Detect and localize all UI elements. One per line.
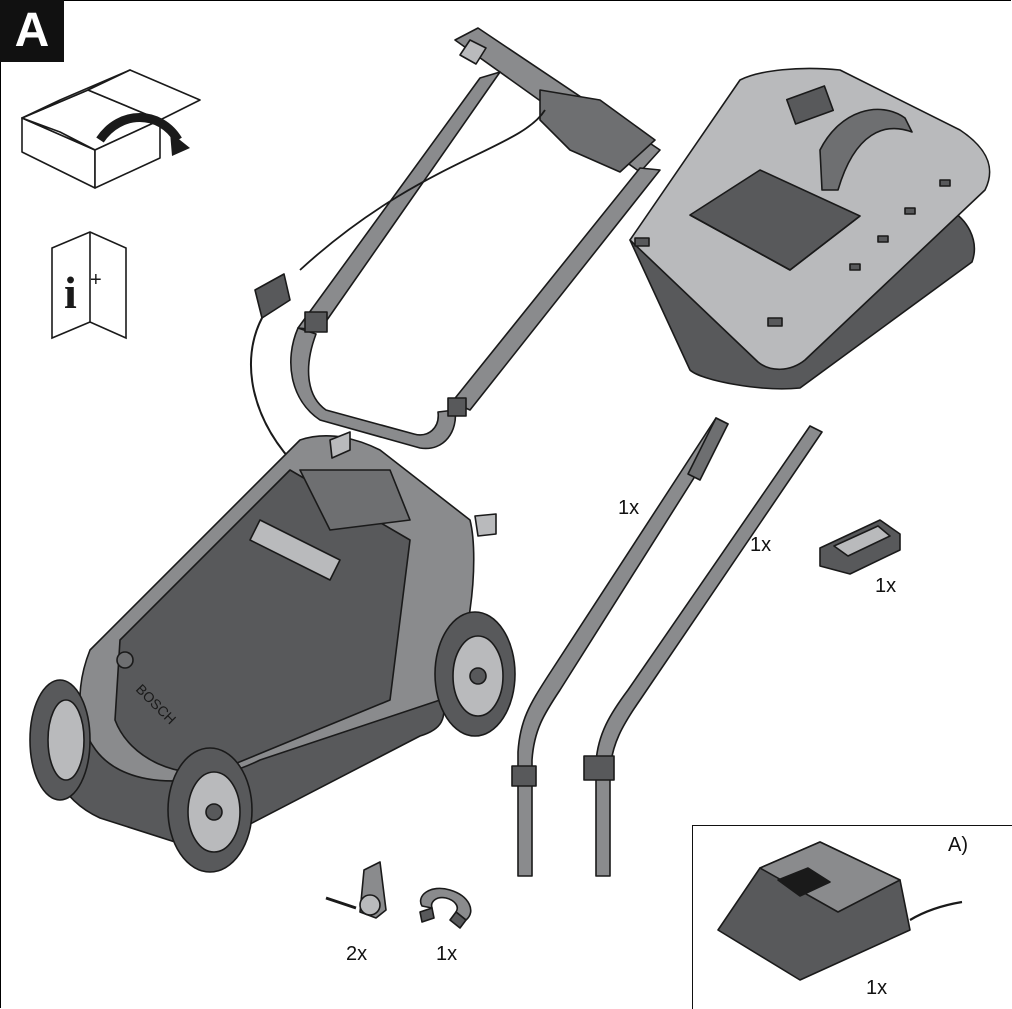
- lawn-mower-icon: BOSCH: [29, 431, 516, 873]
- grass-box-icon: [629, 67, 991, 390]
- cable-holder-icon: [819, 519, 901, 575]
- optional-charger-inset: [692, 825, 1012, 1009]
- lower-handle-right-quantity: 1x: [750, 534, 772, 556]
- info-plus-glyph: +: [90, 269, 102, 291]
- knob-quantity: 2x: [346, 943, 368, 965]
- info-glyph: i: [64, 267, 77, 318]
- battery-charger-icon: [717, 841, 963, 981]
- cable-clip-ring-icon: [419, 887, 472, 929]
- manual-booklet-icon: i +: [51, 231, 127, 340]
- clip-ring-quantity: 1x: [436, 943, 458, 965]
- lower-handle-left-icon: [511, 417, 729, 877]
- optional-accessory-note: A): [948, 834, 968, 856]
- lower-handle-left-quantity: 1x: [618, 497, 640, 519]
- lower-handle-right-icon: [583, 425, 823, 877]
- upper-handle-icon: [250, 27, 661, 471]
- charger-quantity: 1x: [866, 977, 888, 999]
- figure-badge: A: [0, 0, 64, 62]
- unpack-box-icon: [21, 69, 201, 189]
- handle-knob-icon: [325, 861, 387, 919]
- cable-holder-quantity: 1x: [875, 575, 897, 597]
